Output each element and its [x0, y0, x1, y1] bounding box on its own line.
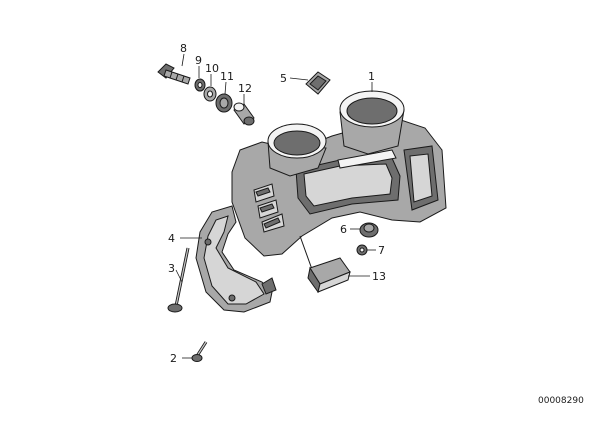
- part-3-long-screw[interactable]: [167, 247, 190, 313]
- callout-9: 9: [195, 54, 202, 67]
- callout-labels: 1 2 3 4 5 6 7 8 9 10 11 12 13: [168, 42, 386, 365]
- callout-10: 10: [205, 62, 219, 75]
- callout-5: 5: [280, 72, 287, 85]
- part-9-washer[interactable]: [194, 78, 206, 92]
- callout-1: 1: [368, 70, 375, 83]
- part-5-clip[interactable]: [305, 71, 331, 95]
- callout-2: 2: [170, 352, 177, 365]
- part-12-sleeve[interactable]: [233, 102, 255, 126]
- part-7-nut[interactable]: [356, 244, 368, 256]
- callout-6: 6: [340, 223, 347, 236]
- leader-lines: [175, 53, 376, 359]
- callout-3: 3: [168, 262, 175, 275]
- part-4-lower-cover[interactable]: [195, 205, 277, 313]
- callout-13: 13: [372, 270, 386, 283]
- callout-7: 7: [378, 244, 385, 257]
- part-2-short-screw[interactable]: [191, 341, 208, 362]
- callout-11: 11: [220, 70, 234, 83]
- callout-4: 4: [168, 232, 175, 245]
- part-1-instrument-housing[interactable]: [231, 90, 447, 287]
- part-6-rubber-plug[interactable]: [359, 222, 379, 238]
- callout-12: 12: [238, 82, 252, 95]
- part-13-switch-block[interactable]: [307, 257, 351, 294]
- part-8-bolt[interactable]: [157, 63, 191, 85]
- part-10-washer[interactable]: [203, 86, 217, 102]
- part-11-grommet[interactable]: [215, 93, 233, 113]
- callout-8: 8: [180, 42, 187, 55]
- diagram-reference-number: 00008290: [538, 396, 584, 406]
